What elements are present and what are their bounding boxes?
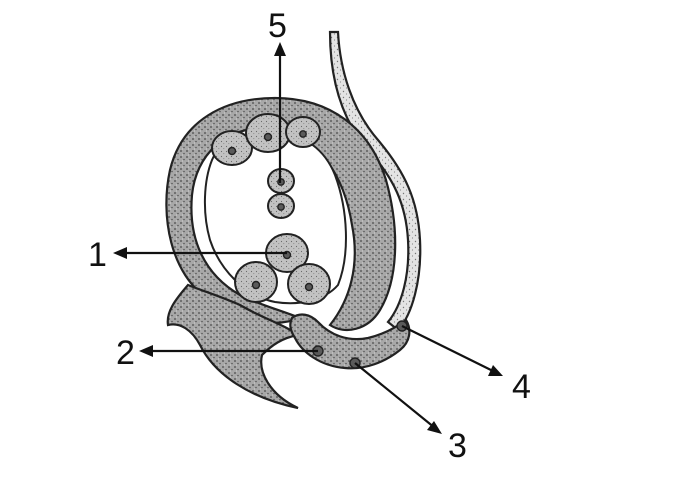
pointer-5: [274, 42, 286, 183]
outer-integument: [165, 96, 397, 332]
pointer-1: [113, 247, 287, 259]
pointer-4: [401, 325, 503, 376]
integument-base: [166, 283, 301, 410]
pointer-3: [354, 362, 442, 434]
pointer-2: [139, 345, 318, 357]
label-2: 2: [116, 334, 135, 372]
label-1: 1: [88, 236, 107, 274]
antipodal-cells: [211, 113, 321, 166]
label-5: 5: [268, 7, 287, 45]
label-4: 4: [512, 368, 531, 406]
label-3: 3: [448, 427, 467, 465]
